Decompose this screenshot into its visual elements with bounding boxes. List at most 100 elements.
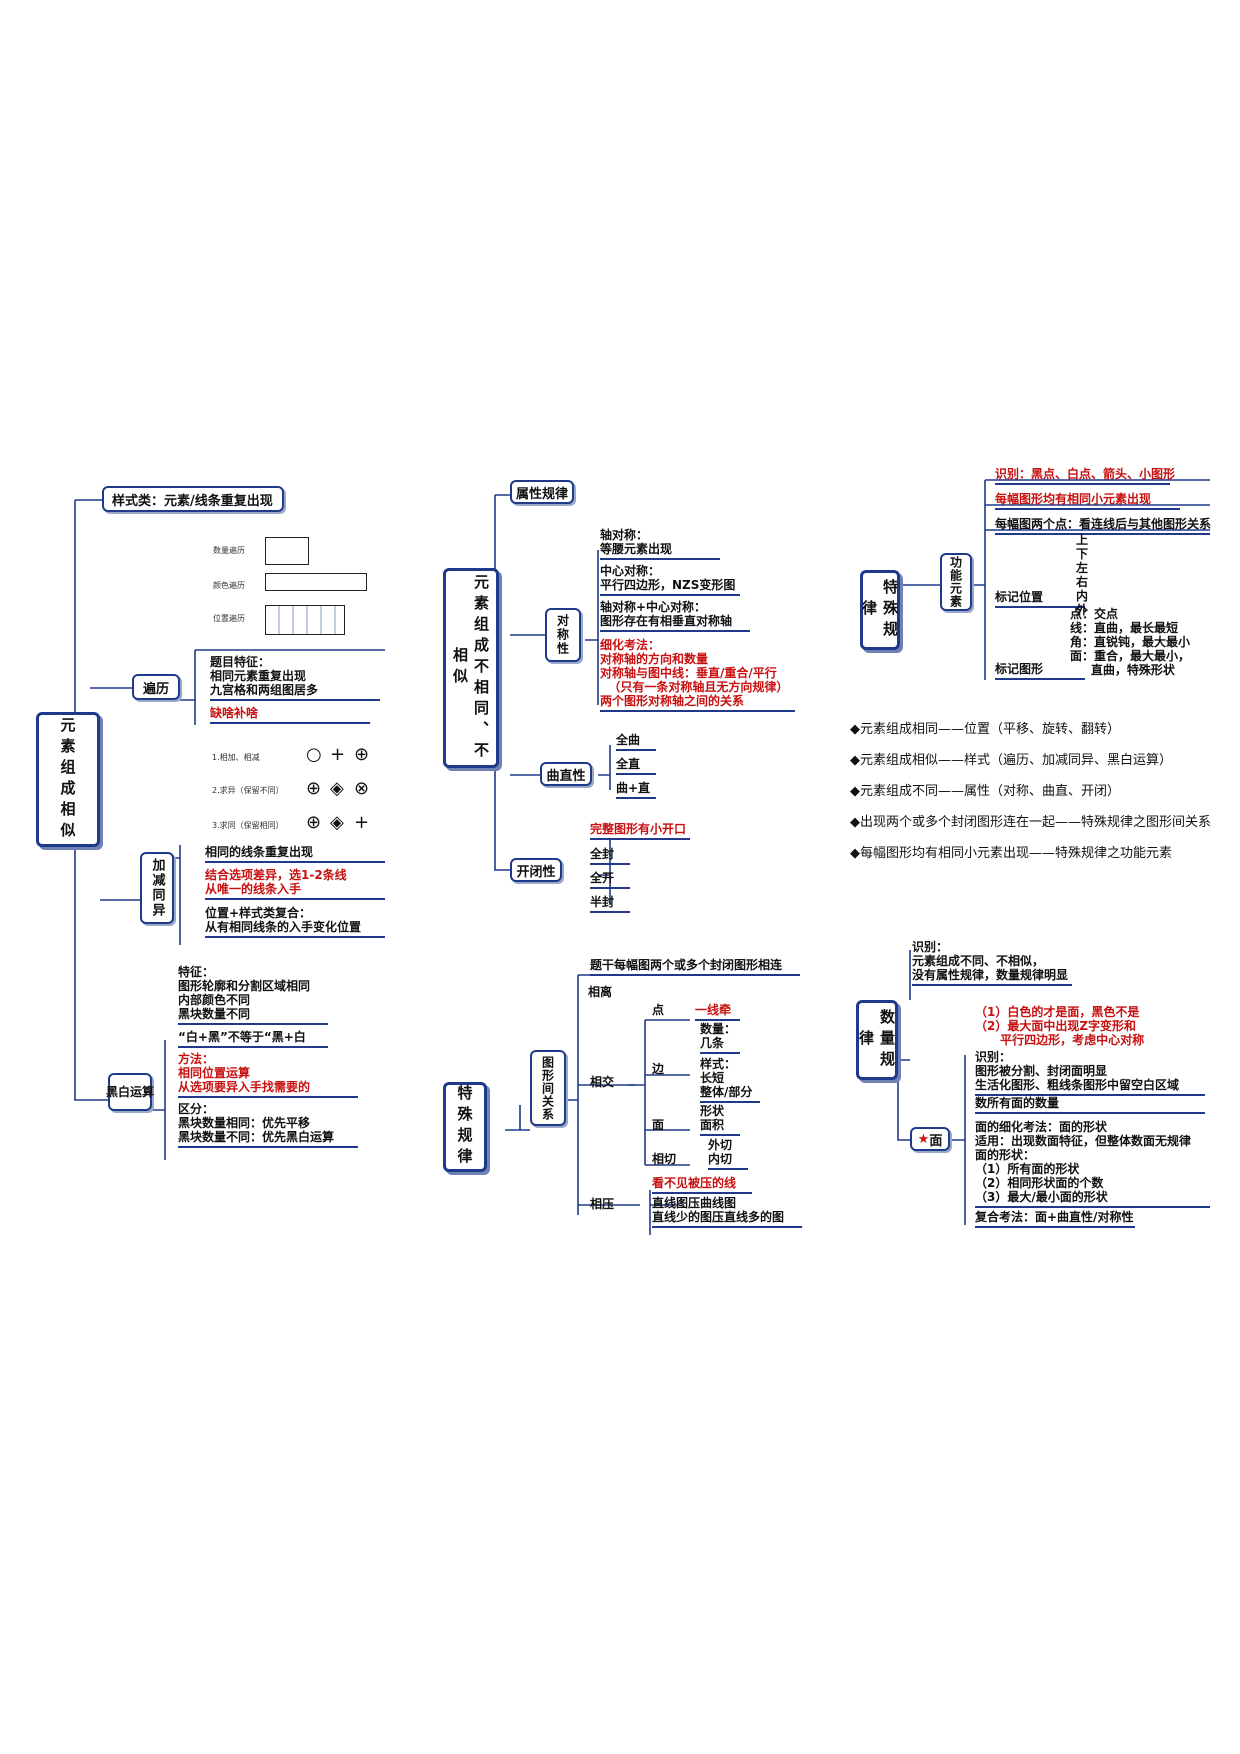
node-traverse[interactable]: 遍历	[132, 674, 180, 700]
node-black-white[interactable]: 黑白运算	[106, 1073, 155, 1111]
traverse-features-title: 题目特征：	[210, 655, 271, 669]
node-function-element[interactable]: 功能元素	[940, 553, 972, 611]
face-identify: 识别： 图形被分割、封闭面明显 生活化图形、粗线条图形中留空白区域	[975, 1050, 1205, 1096]
root5-label: 数量规律	[857, 1008, 896, 1072]
node-curve-straight[interactable]: 曲直性	[540, 762, 592, 786]
bw-method: 方法： 相同位置运算 从选项要异入手找需要的	[178, 1052, 358, 1098]
root-element-similar[interactable]: 元素组成相似	[36, 712, 100, 847]
same-lines-text: 相同的线条重复出现	[205, 845, 385, 863]
curve-mixed: 曲+直	[616, 781, 656, 799]
node-attribute-label: 属性规律	[515, 486, 568, 502]
circle-diamond-icon: ⊗	[354, 778, 370, 799]
tangent-items: 外切 内切	[708, 1138, 748, 1170]
node-symmetry[interactable]: 对称性	[545, 608, 581, 662]
root-special-rule[interactable]: 特殊规律	[443, 1082, 487, 1172]
press-label: 相压	[590, 1197, 615, 1211]
bw-not-equal: “白+黑”不等于“黑+白	[178, 1030, 328, 1048]
node-style-class-label: 样式类：元素/线条重复出现	[112, 493, 273, 509]
mark-shape-label: 标记图形	[995, 662, 1085, 680]
root4-label: 特殊规律	[860, 578, 899, 642]
traverse-row-label-color: 颜色遍历	[213, 581, 245, 590]
color-grid-image	[265, 573, 367, 591]
qty-tips: （1）白色的才是面，黑色不是 （2）最大面中出现Z字变形和 平行四边形，考虑中心…	[975, 1005, 1145, 1047]
circle-cross-icon: ⊕	[306, 812, 322, 833]
face-count: 数所有面的数量	[975, 1096, 1205, 1114]
mark-position-label: 标记位置	[995, 590, 1085, 608]
face-detail: 面的细化考法：面的形状 适用：出现数面特征，但整体数面无规律 面的形状： （1）…	[975, 1120, 1210, 1208]
node-attribute-rule[interactable]: 属性规律	[510, 480, 574, 504]
count-grid-image	[265, 537, 309, 565]
relation-top-note: 题干每幅图两个或多个封闭图形相连	[590, 958, 800, 976]
summary-line-3: ◆元素组成不同——属性（对称、曲直、开闭）	[850, 784, 1120, 799]
node-face-label: 面	[929, 1133, 943, 1149]
node-style-class[interactable]: 样式类：元素/线条重复出现	[102, 486, 284, 512]
open-half-closed: 半封	[590, 895, 630, 913]
func-same-small: 每幅图形均有相同小元素出现	[995, 492, 1180, 510]
point-label: 点	[652, 1003, 665, 1017]
diamond-icon: ◈	[330, 778, 344, 799]
star-icon: ★	[917, 1131, 930, 1147]
curve-all-curve: 全曲	[616, 733, 656, 751]
summary-line-1: ◆元素组成相同——位置（平移、旋转、翻转）	[850, 722, 1120, 737]
position-style-tip: 位置+样式类复合： 从有相同线条的入手变化位置	[205, 906, 385, 938]
summary-line-5: ◆每幅图形均有相同小元素出现——特殊规律之功能元素	[850, 846, 1172, 861]
fill-missing-text: 缺啥补啥	[210, 706, 370, 724]
node-symmetry-label: 对称性	[555, 614, 570, 656]
rule-add-sub: 1.相加、相减	[212, 753, 260, 762]
node-figure-relation[interactable]: 图形间关系	[530, 1050, 566, 1126]
edge-style: 样式： 长短 整体/部分	[700, 1057, 760, 1103]
node-black-white-label: 黑白运算	[106, 1085, 155, 1099]
intersect-label: 相交	[590, 1075, 615, 1089]
node-open-closed[interactable]: 开闭性	[510, 858, 562, 882]
plus-icon: +	[330, 744, 346, 765]
root-special-rule-2[interactable]: 特殊规律	[860, 570, 900, 650]
edge-label: 边	[652, 1062, 665, 1076]
diamond-icon: ◈	[330, 812, 344, 833]
open-all-open: 全开	[590, 871, 630, 889]
node-func-label: 功能元素	[948, 556, 963, 608]
root3-label: 特殊规律	[455, 1085, 474, 1169]
edge-count: 数量： 几条	[700, 1022, 740, 1054]
func-identify: 识别：黑点、白点、箭头、小图形	[995, 467, 1175, 485]
sym-center: 中心对称： 平行四边形，NZS变形图	[600, 564, 740, 596]
traverse-row-label-count: 数量遍历	[213, 546, 245, 555]
summary-line-2: ◆元素组成相似——样式（遍历、加减同异、黑白运算）	[850, 753, 1172, 768]
circle-cross-icon: ⊕	[306, 778, 322, 799]
position-grid-image	[265, 605, 345, 635]
node-relation-label: 图形间关系	[540, 1055, 555, 1121]
tangent-label: 相切	[652, 1152, 677, 1166]
face-label: 面	[652, 1118, 665, 1132]
root-element-different[interactable]: 元素组成不相同、不相似	[443, 568, 499, 768]
mark-directions: 上下左右内外	[1076, 533, 1089, 617]
sym-axis: 轴对称： 等腰元素出现	[600, 528, 720, 560]
circle-cross-icon: ⊕	[354, 744, 370, 765]
one-line-text: 一线牵	[695, 1003, 740, 1021]
func-two-points: 每幅图两个点：看连线后与其他图形关系	[995, 517, 1211, 535]
open-all-closed: 全封	[590, 847, 630, 865]
sep-label: 相离	[588, 985, 613, 999]
node-traverse-label: 遍历	[142, 681, 169, 697]
root-quantity-rule[interactable]: 数量规律	[856, 1000, 898, 1080]
root-label: 元素组成相似	[58, 716, 77, 843]
node-face[interactable]: ★面	[910, 1127, 950, 1151]
rule-diff: 2.求异（保留不同）	[212, 786, 284, 795]
qty-identify: 识别： 元素组成不同、不相似， 没有属性规律，数量规律明显	[912, 940, 1072, 986]
summary-line-4: ◆出现两个或多个封闭图形连在一起——特殊规律之图形间关系	[850, 815, 1211, 830]
press-red: 看不见被压的线	[652, 1176, 752, 1194]
open-note: 完整图形有小开口	[590, 822, 690, 840]
circle-icon: ○	[306, 744, 322, 765]
node-add-sub-label: 加减同异	[149, 858, 165, 918]
rule-same: 3.求同（保留相同）	[212, 821, 284, 830]
face-items: 形状 面积	[700, 1104, 740, 1136]
node-curve-label: 曲直性	[546, 768, 586, 784]
traverse-features: 相同元素重复出现 九宫格和两组图居多	[210, 669, 380, 701]
mark-shape-list: 点：交点 线：直曲，最长最短 角：直锐钝，最大最小 面：重合，最大最小， 直曲，…	[1070, 607, 1191, 677]
traverse-row-label-position: 位置遍历	[213, 614, 245, 623]
bw-diff: 区分： 黑块数量相同：优先平移 黑块数量不同：优先黑白运算	[178, 1102, 358, 1148]
sym-both: 轴对称+中心对称： 图形存在有相垂直对称轴	[600, 600, 750, 632]
root2-label: 元素组成不相同、不相似	[451, 573, 490, 763]
face-combo: 复合考法：面+曲直性/对称性	[975, 1210, 1135, 1228]
node-add-sub-same-diff[interactable]: 加减同异	[140, 852, 174, 924]
plus-icon: +	[354, 812, 370, 833]
